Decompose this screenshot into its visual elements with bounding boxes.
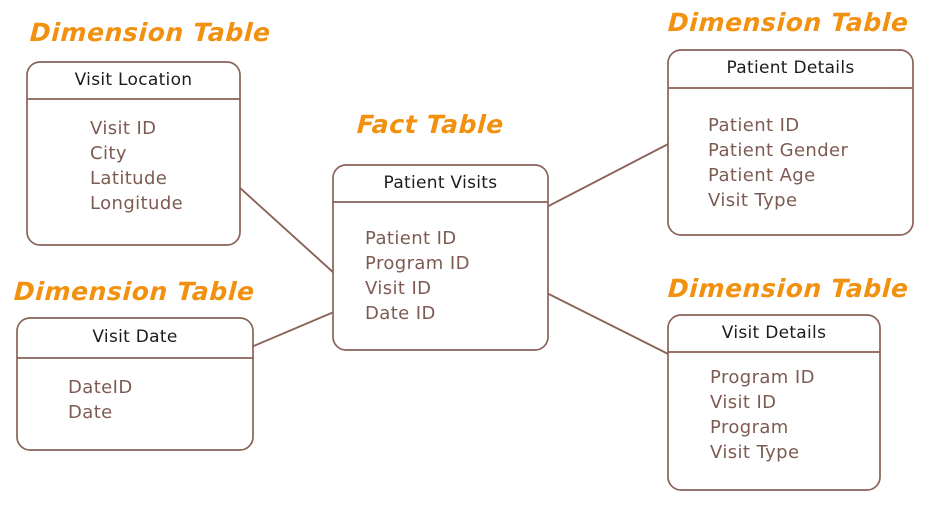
field-row: Program <box>710 417 789 438</box>
table-fields-patient-visits: Patient ID Program ID Visit ID Date ID <box>365 226 470 326</box>
field-row: Date ID <box>365 303 436 324</box>
field-row: Program ID <box>365 253 470 274</box>
field-row: Latitude <box>90 168 168 189</box>
label-dimension-table-visit-details: Dimension Table <box>667 274 910 303</box>
table-title-visit-details: Visit Details <box>721 323 827 343</box>
label-dimension-table-visit-date: Dimension Table <box>13 277 256 306</box>
table-title-patient-details: Patient Details <box>726 58 855 78</box>
field-row: Longitude <box>90 193 184 214</box>
field-row: Visit ID <box>365 278 432 299</box>
table-title-patient-visits: Patient Visits <box>383 173 498 193</box>
label-fact-table: Fact Table <box>356 110 505 139</box>
table-box-patient-details[interactable] <box>667 49 914 236</box>
field-row: City <box>90 143 127 164</box>
field-row: Visit Type <box>710 442 800 463</box>
field-row: Visit Type <box>708 190 798 211</box>
table-fields-patient-details: Patient ID Patient Gender Patient Age Vi… <box>708 113 848 213</box>
field-row: Patient Age <box>708 165 816 186</box>
field-row: Patient Gender <box>708 140 849 161</box>
field-row: Patient ID <box>365 228 457 249</box>
table-box-visit-location[interactable] <box>26 61 241 246</box>
field-row: Date <box>68 402 113 423</box>
table-box-visit-date[interactable] <box>16 317 254 451</box>
table-fields-visit-date: DateID Date <box>68 375 133 425</box>
table-title-visit-date: Visit Date <box>92 327 178 347</box>
table-fields-visit-details: Program ID Visit ID Program Visit Type <box>710 365 815 465</box>
field-row: Visit ID <box>90 118 157 139</box>
table-title-visit-location: Visit Location <box>74 70 193 90</box>
label-dimension-table-visit-location: Dimension Table <box>29 18 272 47</box>
table-box-patient-visits[interactable] <box>332 164 549 351</box>
table-fields-visit-location: Visit ID City Latitude Longitude <box>90 116 183 216</box>
field-row: Visit ID <box>710 392 777 413</box>
field-row: Patient ID <box>708 115 800 136</box>
field-row: Program ID <box>710 367 815 388</box>
label-dimension-table-patient-details: Dimension Table <box>667 8 910 37</box>
table-box-visit-details[interactable] <box>667 314 881 491</box>
field-row: DateID <box>68 377 133 398</box>
